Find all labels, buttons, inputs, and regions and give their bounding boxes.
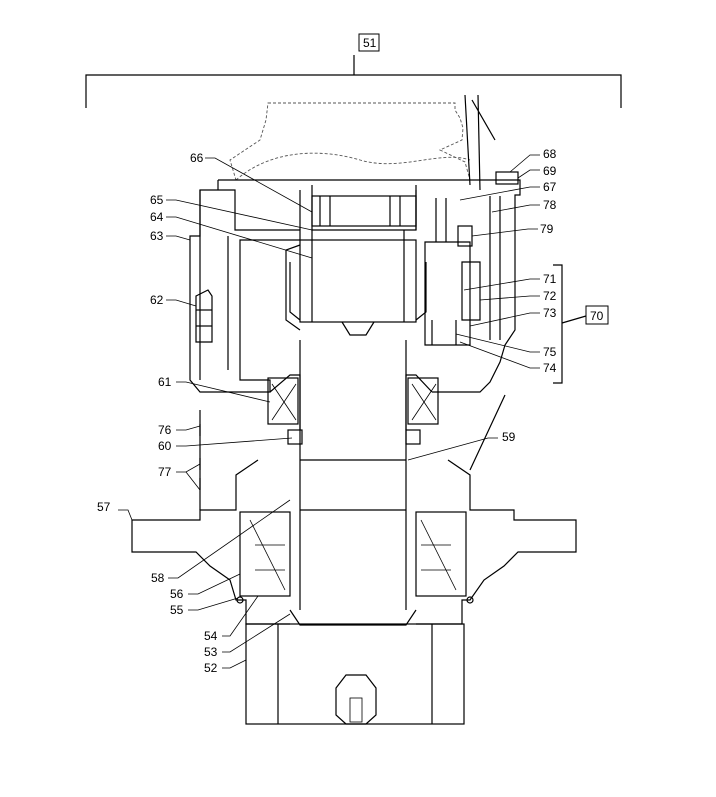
label-64: 64	[150, 210, 164, 224]
label-63: 63	[150, 229, 164, 243]
leader-lines	[118, 154, 540, 669]
label-73: 73	[543, 306, 557, 320]
label-76: 76	[158, 423, 172, 437]
label-53: 53	[204, 645, 218, 659]
assembly-bracket-51	[85, 55, 622, 108]
subassembly-bracket-70	[553, 264, 587, 384]
label-74: 74	[543, 361, 557, 375]
label-77: 77	[158, 465, 172, 479]
label-61: 61	[158, 375, 172, 389]
upper-motor-outline	[229, 94, 496, 191]
label-58: 58	[151, 571, 165, 585]
label-78: 78	[543, 198, 557, 212]
label-71: 71	[543, 272, 557, 286]
label-55: 55	[170, 603, 184, 617]
label-51: 51	[363, 36, 377, 50]
label-57: 57	[97, 500, 111, 514]
label-70: 70	[590, 309, 604, 323]
label-75: 75	[543, 345, 557, 359]
label-box-51	[358, 33, 380, 52]
label-62: 62	[150, 293, 164, 307]
label-69: 69	[543, 164, 557, 178]
reducer-housing	[189, 171, 521, 393]
label-67: 67	[543, 180, 557, 194]
label-72: 72	[543, 289, 557, 303]
label-box-70	[585, 305, 609, 325]
label-65: 65	[150, 193, 164, 207]
label-66: 66	[190, 151, 204, 165]
label-52: 52	[204, 661, 218, 675]
label-59: 59	[502, 430, 516, 444]
label-60: 60	[158, 439, 172, 453]
label-56: 56	[170, 587, 184, 601]
label-79: 79	[540, 222, 554, 236]
label-54: 54	[204, 629, 218, 643]
label-68: 68	[543, 147, 557, 161]
output-shaft-assembly	[131, 340, 577, 725]
